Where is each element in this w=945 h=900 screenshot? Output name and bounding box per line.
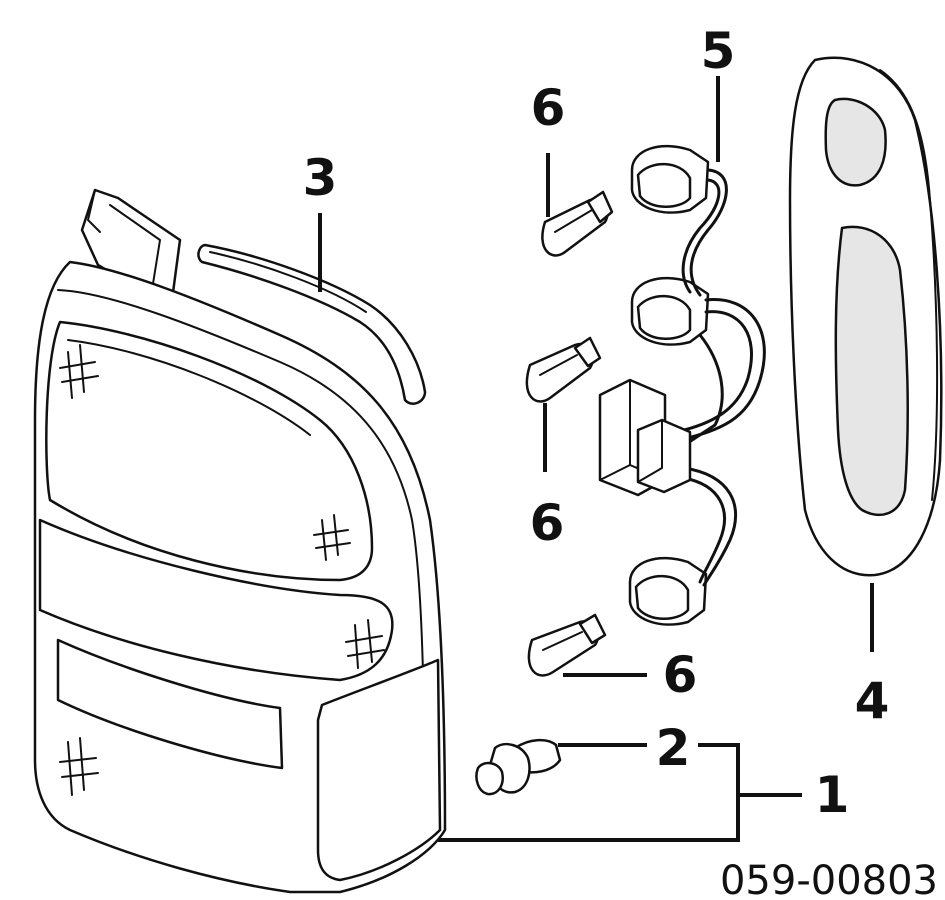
socket-harness-part-5 <box>598 144 766 626</box>
lens-cover-part-4 <box>788 56 943 577</box>
bulb-lower <box>527 613 607 677</box>
socket-upper <box>630 144 710 214</box>
callout-6-middle: 6 <box>530 494 565 552</box>
callout-4: 4 <box>855 672 890 730</box>
trim-strip-part-3 <box>197 243 427 405</box>
callout-5: 5 <box>701 22 736 80</box>
callout-2: 2 <box>656 719 691 777</box>
tail-lamp-housing <box>33 188 447 894</box>
clip-part-2 <box>475 738 562 796</box>
callout-6-top: 6 <box>531 79 566 137</box>
callout-labels: 3 5 6 6 6 4 2 1 <box>303 22 890 824</box>
socket-lower <box>628 556 708 626</box>
callout-1: 1 <box>815 766 850 824</box>
bulb-middle <box>525 336 602 403</box>
leader-lines <box>318 76 874 842</box>
callout-6-bottom: 6 <box>663 646 698 704</box>
callout-3: 3 <box>303 149 338 207</box>
diagram-code: 059-00803 <box>720 858 938 900</box>
bulb-upper <box>541 190 614 257</box>
